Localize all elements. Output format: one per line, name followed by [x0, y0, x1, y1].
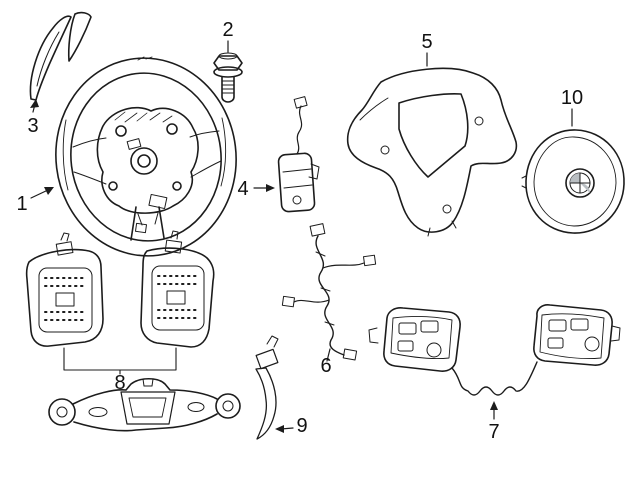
callout-5[interactable]: 5 — [421, 31, 433, 53]
part-trim-cover[interactable] — [346, 67, 518, 237]
part-airbag-module[interactable] — [521, 129, 625, 234]
callout-leader-lines — [30, 40, 573, 433]
part-trim-strip[interactable] — [29, 11, 92, 101]
callout-7[interactable]: 7 — [488, 421, 500, 443]
callout-9[interactable]: 9 — [296, 415, 308, 437]
bmw-roundel-icon — [565, 168, 595, 198]
part-screw[interactable] — [213, 52, 243, 103]
callout-4[interactable]: 4 — [237, 178, 249, 200]
part-steering-wheel[interactable] — [45, 48, 248, 266]
callout-8[interactable]: 8 — [114, 372, 126, 394]
callout-6[interactable]: 6 — [320, 355, 332, 377]
part-wiring-harness[interactable] — [281, 223, 377, 361]
callout-1[interactable]: 1 — [16, 193, 28, 215]
callout-3[interactable]: 3 — [27, 115, 39, 137]
callout-2[interactable]: 2 — [222, 19, 234, 41]
part-shift-paddles[interactable] — [25, 230, 215, 348]
part-switch-module[interactable] — [277, 96, 320, 213]
callout-10[interactable]: 10 — [560, 87, 584, 109]
part-switch-panels[interactable] — [368, 304, 621, 396]
part-bracket-arm[interactable] — [48, 335, 279, 440]
